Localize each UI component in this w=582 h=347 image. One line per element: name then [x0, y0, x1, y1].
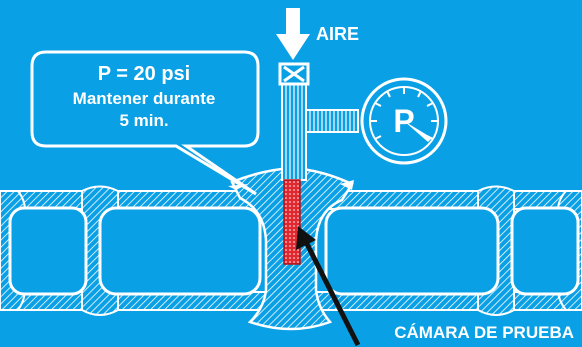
left-cell [98, 206, 262, 296]
test-chamber [283, 179, 301, 265]
left-end-cell [8, 206, 88, 296]
right-end-cell [510, 206, 580, 296]
gauge-letter: P [393, 103, 414, 139]
seal-right [340, 180, 354, 190]
pressure-gauge-icon: P [360, 77, 448, 165]
valve-x-icon [278, 62, 310, 86]
test-chamber-label: CÁMARA DE PRUEBA [394, 323, 574, 342]
callout-bubble: P = 20 psi Mantener durante 5 min. [30, 50, 260, 196]
right-cell [324, 206, 500, 296]
pointer-arrow-icon [296, 226, 361, 347]
down-arrow-icon [276, 8, 310, 60]
callout-instruction: Mantener durante [73, 89, 216, 108]
gauge-connector [305, 109, 359, 133]
air-label: AIRE [316, 24, 359, 44]
callout-pressure: P = 20 psi [98, 63, 190, 85]
feed-tube [281, 79, 307, 181]
callout-duration: 5 min. [119, 111, 168, 130]
